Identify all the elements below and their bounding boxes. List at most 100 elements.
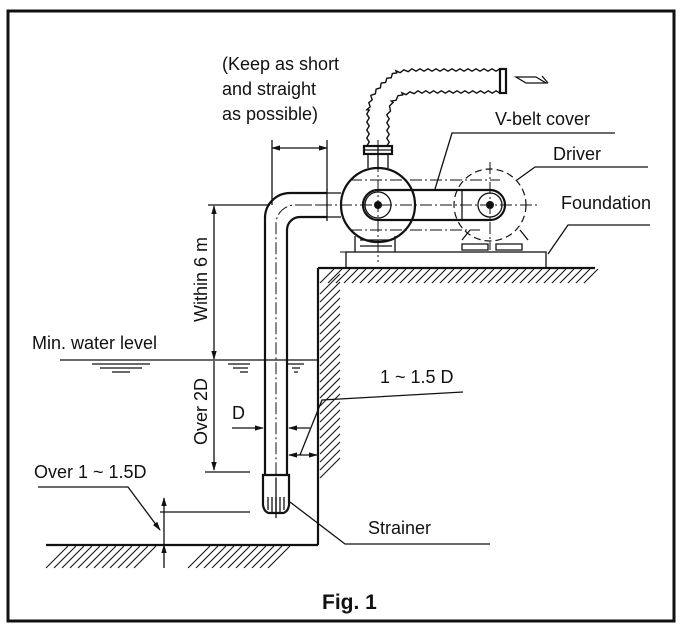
hatch-line bbox=[319, 377, 341, 399]
wall-clearance-label: 1 ~ 1.5 D bbox=[380, 367, 454, 387]
hatch-line bbox=[551, 268, 567, 284]
hatch-line bbox=[319, 297, 341, 319]
hatch-line bbox=[319, 457, 341, 479]
hatch-line bbox=[195, 545, 219, 569]
discharge-hose bbox=[365, 67, 501, 147]
driver-label: Driver bbox=[553, 144, 601, 164]
hatch-line bbox=[543, 268, 559, 284]
v-belt-cover-leader bbox=[434, 132, 615, 190]
hatch-line bbox=[503, 268, 519, 284]
discharge-flange bbox=[498, 67, 508, 95]
hatch-line bbox=[327, 268, 343, 284]
hatch-line bbox=[227, 545, 251, 569]
hatch-line bbox=[495, 268, 511, 284]
hatch-line bbox=[85, 545, 109, 569]
flow-arrow-icon bbox=[513, 75, 549, 84]
keep-short-note-line3: as possible) bbox=[222, 104, 318, 124]
hatch-line bbox=[319, 433, 341, 455]
discharge-hose-inner bbox=[385, 89, 501, 147]
hatch-line bbox=[319, 361, 341, 383]
hatch-line bbox=[319, 449, 341, 471]
hatch-line bbox=[267, 545, 291, 569]
hatch-line bbox=[455, 268, 471, 284]
hatch-line bbox=[211, 545, 235, 569]
hatch-line bbox=[407, 268, 423, 284]
horizontal-run-dimension bbox=[271, 140, 328, 205]
hatch-line bbox=[251, 545, 275, 569]
hatch-line bbox=[511, 268, 527, 284]
hatch-line bbox=[319, 393, 341, 415]
hatch-line bbox=[319, 337, 341, 359]
hatch-line bbox=[535, 268, 551, 284]
hatch-line bbox=[319, 425, 341, 447]
hatch-line bbox=[463, 268, 479, 284]
hatch-line bbox=[319, 401, 341, 423]
pump-base bbox=[354, 236, 396, 252]
hatch-line bbox=[319, 268, 335, 284]
v-belt-cover bbox=[350, 179, 507, 231]
hatch-line bbox=[439, 268, 455, 284]
min-water-level-label: Min. water level bbox=[32, 333, 157, 353]
strainer-leader bbox=[289, 501, 490, 545]
hatch-line bbox=[69, 545, 93, 569]
hatch-line bbox=[375, 268, 391, 284]
keep-short-note-line1: (Keep as short bbox=[222, 54, 339, 74]
hatch-line bbox=[319, 417, 341, 439]
hatch-line bbox=[399, 268, 415, 284]
wall-clearance-dimension bbox=[288, 391, 464, 458]
d-label: D bbox=[232, 403, 245, 423]
foundation-block bbox=[340, 251, 547, 269]
pump bbox=[326, 140, 417, 262]
hatch-line bbox=[187, 545, 211, 569]
hatch-line bbox=[431, 268, 447, 284]
over-2d-label: Over 2D bbox=[191, 378, 211, 445]
hatch-line bbox=[391, 268, 407, 284]
v-belt-cover-label: V-belt cover bbox=[495, 109, 590, 129]
hatch-line bbox=[479, 268, 495, 284]
foundation-label: Foundation bbox=[561, 193, 651, 213]
figure-border bbox=[6, 9, 676, 623]
hatch-line bbox=[235, 545, 259, 569]
hatch-line bbox=[319, 329, 341, 351]
hatch-line bbox=[423, 268, 439, 284]
strainer-label: Strainer bbox=[368, 518, 431, 538]
hatch-line bbox=[61, 545, 85, 569]
hatch-line bbox=[203, 545, 227, 569]
hatch-line bbox=[319, 345, 341, 367]
hatch-line bbox=[319, 385, 341, 407]
strainer bbox=[261, 473, 291, 518]
hatch-line bbox=[367, 268, 383, 284]
hatch-line bbox=[319, 281, 341, 303]
hatch-line bbox=[447, 268, 463, 284]
hatch-line bbox=[415, 268, 431, 284]
hatch-line bbox=[219, 545, 243, 569]
keep-short-note-line2: and straight bbox=[222, 79, 316, 99]
hatch-line bbox=[109, 545, 133, 569]
bottom-clearance-label: Over 1 ~ 1.5D bbox=[34, 462, 147, 482]
figure-caption: Fig. 1 bbox=[322, 591, 377, 614]
hatch-line bbox=[583, 268, 599, 284]
foundation-leader bbox=[547, 224, 650, 255]
hatch-line bbox=[319, 305, 341, 327]
hatch-line bbox=[527, 268, 543, 284]
hatch-line bbox=[117, 545, 141, 569]
hatch-line bbox=[351, 268, 367, 284]
floor-hatch bbox=[45, 545, 291, 569]
hatch-line bbox=[335, 268, 351, 284]
hatch-line bbox=[471, 268, 487, 284]
hatch-line bbox=[567, 268, 583, 284]
hatch-line bbox=[319, 369, 341, 391]
hatch-line bbox=[93, 545, 117, 569]
hatch-line bbox=[45, 545, 69, 569]
hatch-line bbox=[519, 268, 535, 284]
hatch-line bbox=[487, 268, 503, 284]
hatch-line bbox=[319, 273, 341, 295]
hatch-line bbox=[53, 545, 77, 569]
suction-lift-dimension bbox=[208, 204, 270, 360]
driver-base bbox=[461, 229, 529, 251]
hatch-line bbox=[319, 289, 341, 311]
within-6m-label: Within 6 m bbox=[191, 237, 211, 322]
hatch-line bbox=[243, 545, 267, 569]
hatch-line bbox=[319, 353, 341, 375]
